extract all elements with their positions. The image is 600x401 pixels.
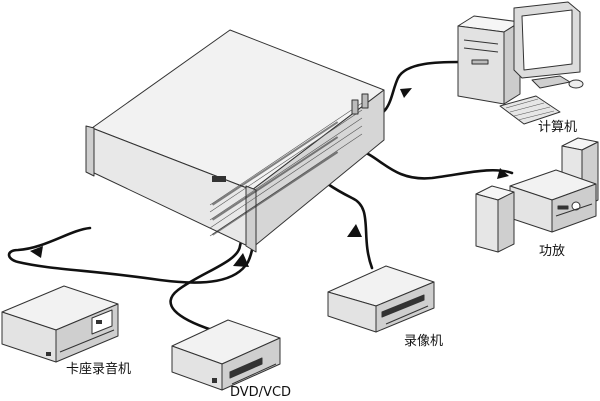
cable-matrix-to-cassette bbox=[7, 194, 255, 284]
label-cassette: 卡座录音机 bbox=[66, 362, 132, 377]
arrow-up-from-vcr bbox=[347, 224, 362, 237]
desktop-computer-icon bbox=[457, 1, 584, 125]
arrow-to-computer bbox=[400, 88, 412, 98]
label-dvd: DVD/VCD bbox=[230, 385, 292, 400]
label-computer: 计算机 bbox=[538, 120, 578, 135]
cable-matrix-to-amplifier bbox=[356, 148, 514, 180]
cable-arrows bbox=[30, 88, 509, 267]
arrow-to-amplifier bbox=[497, 168, 509, 179]
label-vcr: 录像机 bbox=[404, 334, 444, 349]
cassette-deck-icon bbox=[1, 285, 119, 363]
label-amplifier: 功放 bbox=[539, 244, 566, 259]
amplifier-speakers-icon bbox=[475, 137, 599, 253]
arrow-up-from-dvd bbox=[233, 253, 249, 267]
matrix-switcher-icon bbox=[85, 29, 385, 253]
arrow-to-cassette bbox=[30, 246, 43, 258]
vcr-icon bbox=[327, 265, 435, 333]
dvd-player-icon bbox=[171, 319, 281, 391]
